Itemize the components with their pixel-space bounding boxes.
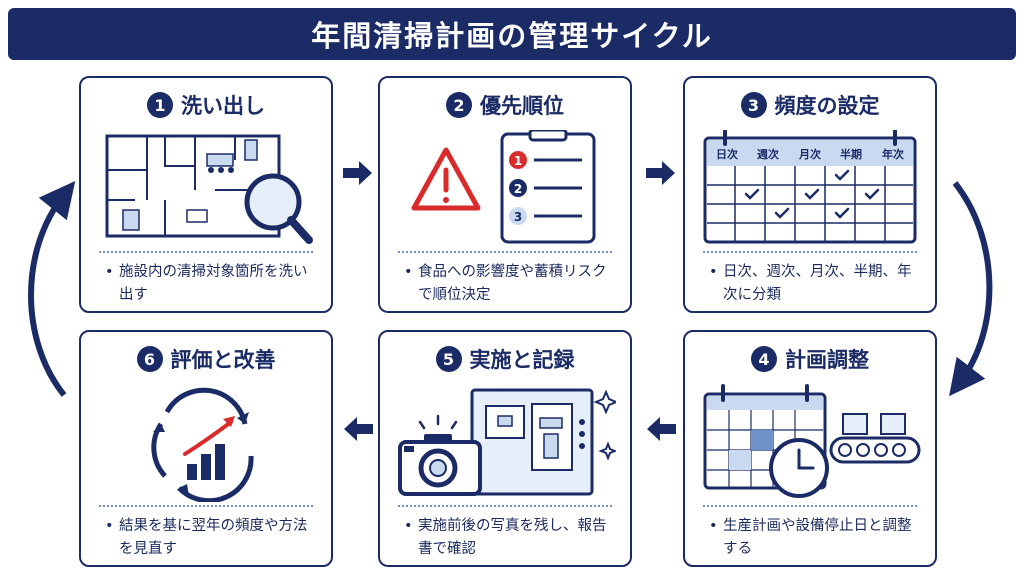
step-header: 6 評価と改善 — [81, 344, 331, 374]
calendar-col-weekly: 週次 — [757, 147, 779, 161]
title-bar: 年間清掃計画の管理サイクル — [8, 8, 1016, 60]
divider — [703, 251, 917, 253]
frequency-calendar-icon: 日次 週次 月次 半期 年次 — [699, 130, 921, 248]
divider — [99, 505, 313, 507]
step-number: 4 — [751, 346, 777, 372]
step-title: 実施と記録 — [469, 348, 575, 372]
divider — [703, 505, 917, 507]
cycle-arrow-left — [28, 180, 76, 397]
arrow-right-2 — [646, 161, 675, 185]
step-number: 3 — [740, 92, 767, 118]
step-card-1: 1 洗い出し •施設内の清掃対象箇所を洗い出す — [79, 76, 333, 313]
step-title: 洗い出し — [181, 94, 265, 118]
calendar-col-yearly: 年次 — [882, 147, 904, 161]
step-header: 1 洗い出し — [81, 90, 331, 120]
schedule-clock-conveyor-icon — [699, 384, 921, 502]
calendar-col-half: 半期 — [840, 147, 862, 161]
improvement-cycle-chart-icon — [95, 384, 317, 502]
camera-machine-icon — [394, 384, 616, 502]
step-card-4: 4 計画調整 •生産計画や設備停止日と調整する — [683, 330, 937, 567]
step-header: 4 計画調整 — [685, 344, 935, 374]
warning-icon — [411, 147, 481, 211]
floor-plan-magnifier-icon — [95, 130, 317, 248]
sparkle-icon — [593, 389, 616, 461]
camera-icon — [398, 414, 482, 496]
clipboard-icon: 1 2 3 — [500, 130, 596, 244]
step-title: 評価と改善 — [170, 348, 276, 372]
step-number: 5 — [435, 346, 462, 372]
step-card-2: 2 優先順位 1 2 3 •食品への影響度 — [378, 76, 632, 313]
checklist-item-3: 3 — [514, 210, 522, 224]
step-number: 2 — [446, 92, 472, 118]
cycle-arrow-right — [949, 181, 993, 397]
step-title: 頻度の設定 — [774, 94, 880, 118]
divider — [398, 251, 612, 253]
step-description: •生産計画や設備停止日と調整する — [709, 518, 912, 557]
step-number: 1 — [147, 92, 173, 118]
arrow-right-1 — [343, 161, 372, 185]
step-description: •日次、週次、月次、半期、年次に分類 — [709, 264, 912, 303]
step-description: •結果を基に翌年の頻度や方法を見直す — [105, 518, 308, 557]
arrow-left-2 — [344, 417, 373, 441]
priority-checklist-illustration: 1 2 3 — [394, 130, 616, 248]
arrow-left-1 — [647, 417, 676, 441]
step-header: 2 優先順位 — [380, 90, 630, 120]
step-card-6: 6 評価と改善 •結果を基に翌年の頻度や方法を見直す — [79, 330, 333, 567]
step-description: •食品への影響度や蓄積リスクで順位決定 — [404, 264, 607, 303]
step-card-5: 5 実施と記録 •実施前後の写真を残し、報告書で確認 — [378, 330, 632, 567]
step-card-3: 3 頻度の設定 日次 週次 月次 半期 年次 — [683, 76, 937, 313]
step-description: •施設内の清掃対象箇所を洗い出す — [105, 264, 308, 303]
step-header: 5 実施と記録 — [380, 344, 630, 374]
step-header: 3 頻度の設定 — [685, 90, 935, 120]
calendar-col-monthly: 月次 — [798, 147, 821, 161]
step-number: 6 — [136, 346, 163, 372]
step-description: •実施前後の写真を残し、報告書で確認 — [404, 518, 607, 557]
step-title: 優先順位 — [480, 94, 564, 118]
calendar-col-daily: 日次 — [716, 147, 738, 161]
divider — [398, 505, 612, 507]
divider — [99, 251, 313, 253]
checklist-item-2: 2 — [514, 182, 522, 196]
checklist-item-1: 1 — [514, 154, 522, 168]
step-title: 計画調整 — [785, 348, 869, 372]
page-title: 年間清掃計画の管理サイクル — [311, 19, 713, 53]
